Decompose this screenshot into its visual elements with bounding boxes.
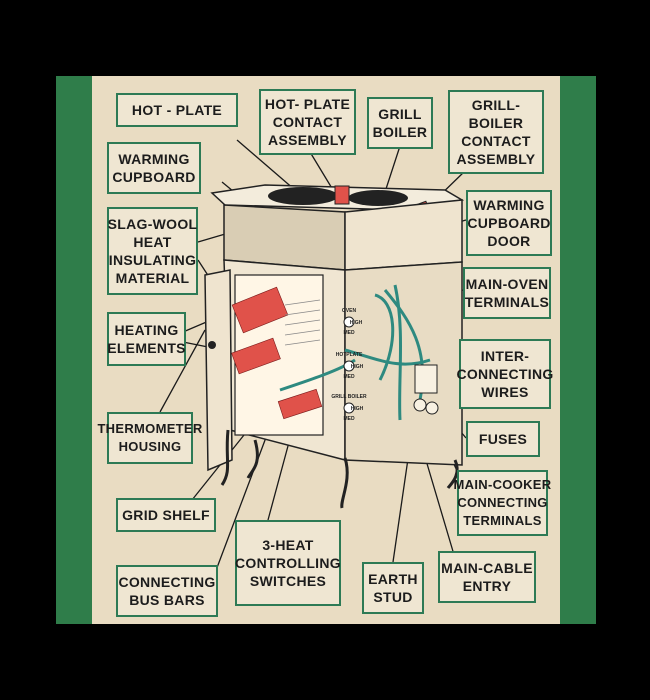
label-line: SLAG-WOOL — [107, 216, 198, 232]
label-line: CONTROLLING — [235, 555, 341, 571]
label-line: ENTRY — [462, 578, 512, 594]
heating-elements — [231, 286, 323, 420]
label-line: MATERIAL — [115, 270, 190, 286]
label-line: CONTACT — [461, 133, 531, 149]
label-grill-boiler-contact-assembly: GRILL- BOILER CONTACT ASSEMBLY — [448, 90, 544, 174]
grill-switch-label: GRILL BOILER — [331, 394, 367, 400]
label-line: HOT - PLATE — [131, 102, 223, 118]
label-line: CONTACT — [272, 114, 343, 130]
label-line: DOOR — [487, 233, 531, 249]
hotplate-switch-label: HOTPLATE — [336, 352, 363, 358]
label-line: HOUSING — [118, 439, 182, 454]
label-line: WARMING — [118, 151, 190, 167]
label-heating-elements: HEATING ELEMENTS — [107, 312, 186, 366]
cooker-legs — [220, 429, 459, 509]
label-line: HEAT — [133, 234, 172, 250]
label-line: TERMINALS — [464, 294, 550, 310]
label-line: THERMOMETER — [97, 421, 203, 436]
label-grid-shelf: GRID SHELF — [116, 498, 216, 532]
label-grill-boiler: GRILL BOILER — [367, 97, 433, 149]
switch-panel: OVEN HIGH MED HOTPLATE HIGH MED GRILL BO… — [331, 308, 367, 422]
label-line: ELEMENTS — [107, 340, 186, 356]
label-main-oven-terminals: MAIN-OVEN TERMINALS — [463, 267, 551, 319]
label-line: ASSEMBLY — [268, 132, 347, 148]
label-line: WIRES — [481, 384, 529, 400]
label-line: GRILL — [378, 106, 422, 122]
grid-shelf — [284, 299, 321, 346]
grill-high-label: HIGH — [351, 406, 364, 412]
board-left-stripe — [56, 76, 92, 624]
label-line: MAIN-COOKER — [453, 477, 552, 492]
oven-high-label: HIGH — [350, 320, 363, 326]
label-line: HEATING — [114, 322, 179, 338]
cooker-body: OVEN HIGH MED HOTPLATE HIGH MED GRILL BO… — [204, 184, 465, 509]
label-line: ASSEMBLY — [456, 151, 536, 167]
label-line: STUD — [373, 589, 413, 605]
label-line: GRID SHELF — [122, 507, 210, 523]
label-3-heat-controlling-switches: 3-HEAT CONTROLLING SWITCHES — [235, 520, 341, 606]
label-warming-cupboard: WARMING CUPBOARD — [107, 142, 201, 194]
label-line: CUPBOARD — [467, 215, 551, 231]
fuses — [413, 364, 439, 415]
label-line: TERMINALS — [463, 513, 542, 528]
oven-med-label: MED — [343, 330, 355, 336]
label-line: INTER- — [480, 348, 530, 364]
grill-med-label: MED — [343, 416, 355, 422]
board-right-stripe — [560, 76, 596, 624]
hotplate-med-label: MED — [343, 374, 355, 380]
label-thermometer-housing: THERMOMETER HOUSING — [97, 412, 202, 464]
label-line: MAIN-OVEN — [465, 276, 549, 292]
label-hot-plate-contact-assembly: HOT- PLATE CONTACT ASSEMBLY — [259, 89, 356, 155]
label-line: WARMING — [473, 197, 545, 213]
label-line: HOT- PLATE — [264, 96, 351, 112]
label-line: SWITCHES — [249, 573, 327, 589]
label-line: BOILER — [372, 124, 428, 140]
label-line: FUSES — [478, 431, 528, 447]
label-line: CONNECTING — [118, 574, 216, 590]
label-line: BUS BARS — [129, 592, 205, 608]
label-line: EARTH — [368, 571, 418, 587]
label-slag-wool: SLAG-WOOL HEAT INSULATING MATERIAL — [107, 207, 198, 295]
label-main-cooker-connecting-terminals: MAIN-COOKER CONNECTING TERMINALS — [454, 470, 551, 536]
label-line: CONNECTING — [457, 495, 548, 510]
label-line: GRILL- — [471, 97, 521, 113]
label-earth-stud: EARTH STUD — [362, 562, 424, 614]
oven-switch-label: OVEN — [342, 308, 357, 314]
label-line: CUPBOARD — [112, 169, 196, 185]
label-line: 3-HEAT — [262, 537, 314, 553]
label-interconnecting-wires: INTER- CONNECTING WIRES — [456, 339, 554, 409]
label-line: MAIN-CABLE — [441, 560, 533, 576]
label-line: CONNECTING — [456, 366, 554, 382]
label-fuses: FUSES — [466, 421, 540, 457]
label-hot-plate: HOT - PLATE — [116, 93, 238, 127]
label-line: BOILER — [468, 115, 524, 131]
label-connecting-bus-bars: CONNECTING BUS BARS — [116, 565, 218, 617]
label-warming-cupboard-door: WARMING CUPBOARD DOOR — [466, 190, 552, 256]
label-line: INSULATING — [108, 252, 197, 268]
hotplate-high-label: HIGH — [351, 364, 364, 370]
label-main-cable-entry: MAIN-CABLE ENTRY — [438, 551, 536, 603]
